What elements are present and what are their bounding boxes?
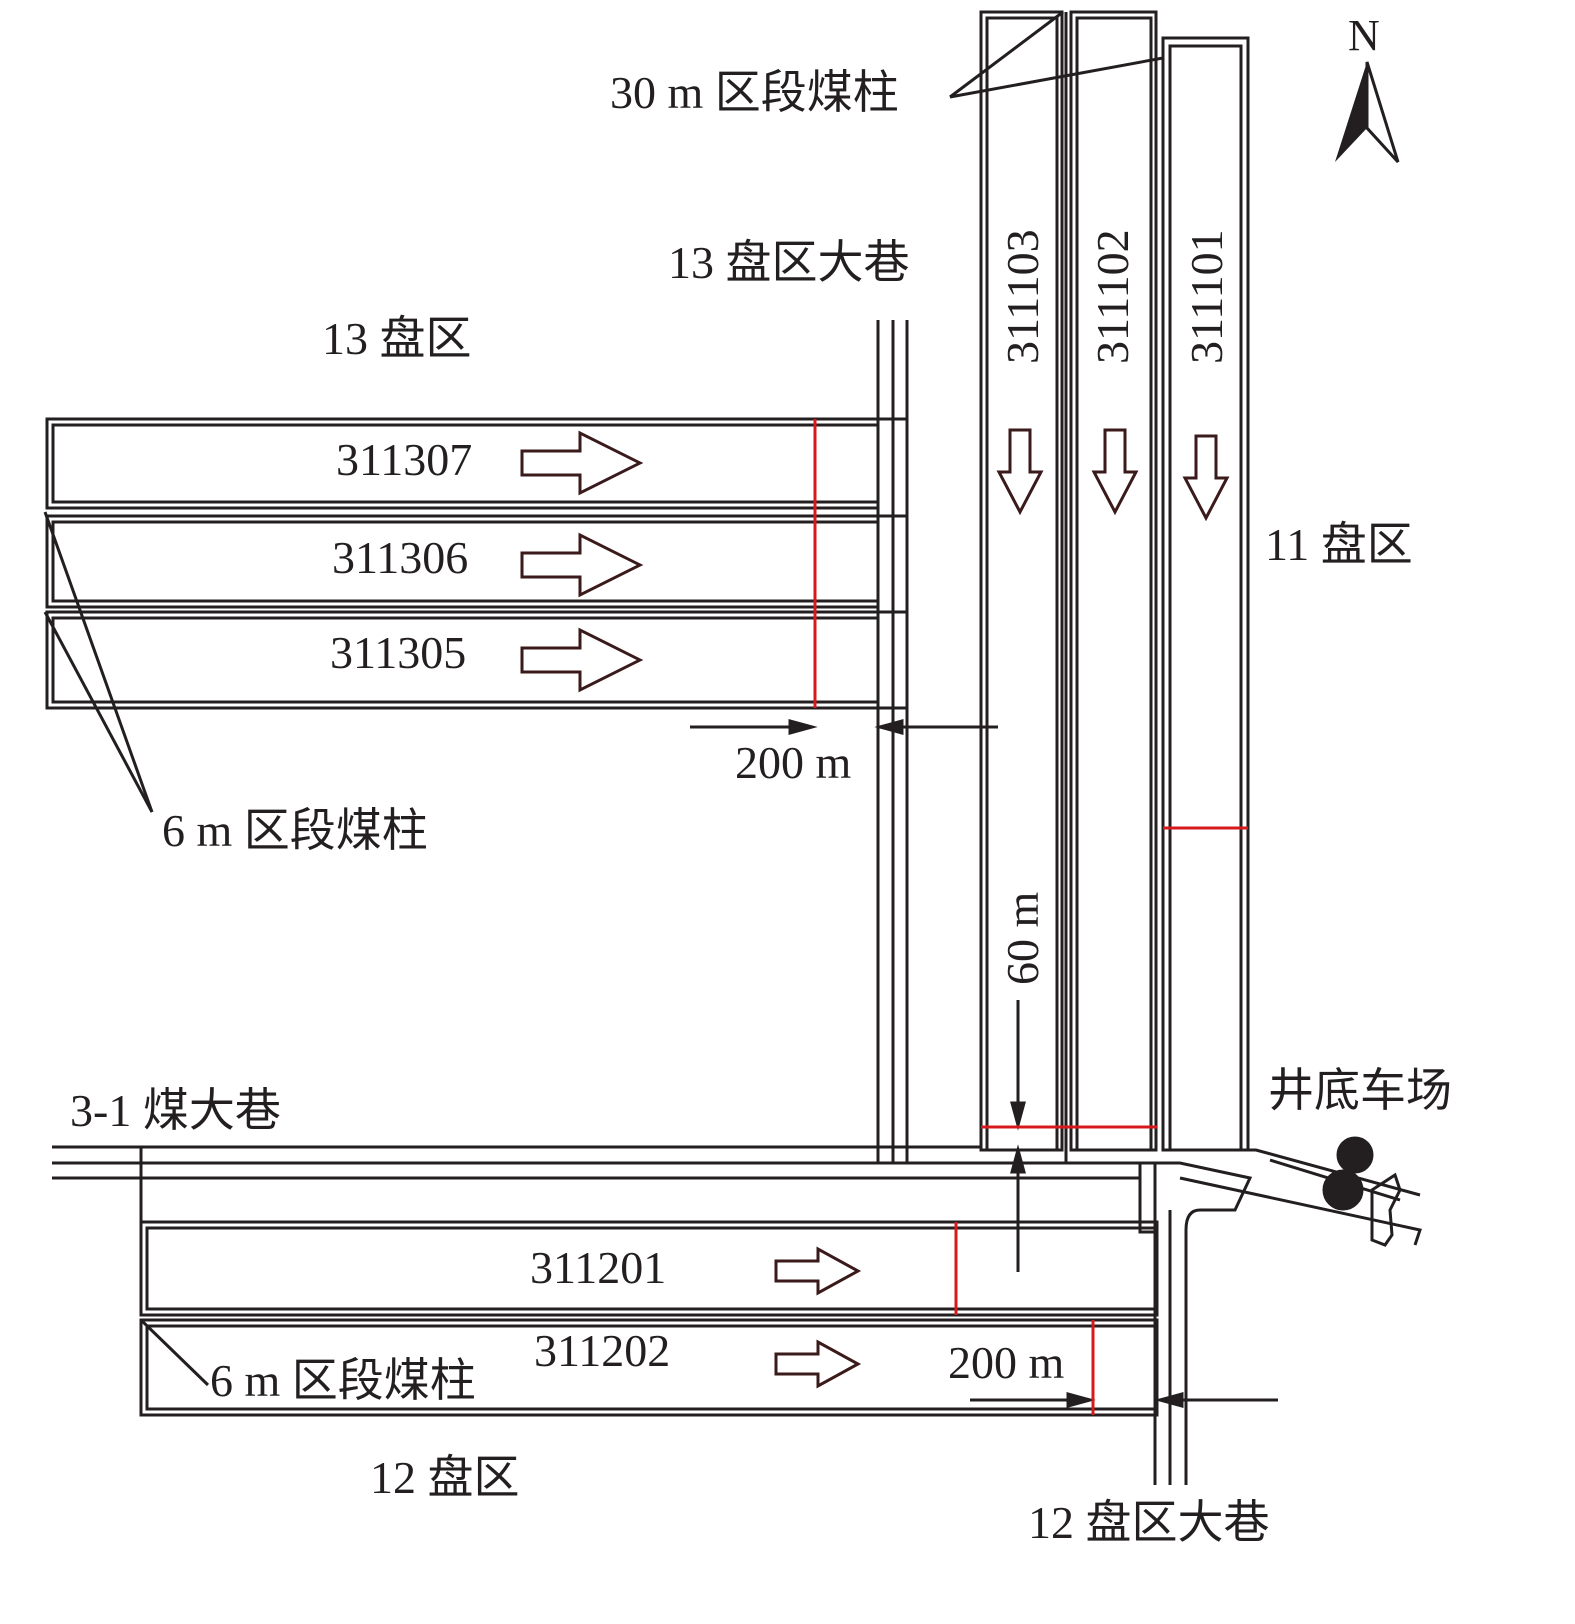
advance-arrow-icon bbox=[520, 628, 642, 692]
label-shaft-bottom-yard: 井底车场 bbox=[1268, 1065, 1452, 1116]
compass-north-label: N bbox=[1348, 11, 1380, 60]
main-roadway-13 bbox=[876, 320, 909, 1163]
dimension-200m-lower-label: 200 m bbox=[948, 1337, 1065, 1388]
panel-311201-label: 311201 bbox=[530, 1242, 667, 1293]
label-main-roadway-13: 13 盘区大巷 bbox=[668, 237, 910, 288]
dimension-200m-upper bbox=[690, 719, 998, 735]
panel-311305-label: 311305 bbox=[330, 627, 467, 678]
panel-311102-outline bbox=[1069, 10, 1158, 1152]
panel-311103-outline bbox=[979, 10, 1064, 1152]
dimension-60m bbox=[1010, 1000, 1026, 1272]
panel-311103-label: 311103 bbox=[997, 229, 1048, 364]
main-roadway-3-1 bbox=[52, 1145, 1140, 1180]
label-6m-pillar-upper: 6 m 区段煤柱 bbox=[162, 805, 428, 856]
label-6m-pillar-lower: 6 m 区段煤柱 bbox=[210, 1355, 476, 1406]
panel-311202-outline bbox=[139, 1318, 1159, 1417]
panel-311307-label: 311307 bbox=[336, 434, 473, 485]
leader-6m-pillar-lower bbox=[139, 1318, 210, 1387]
panel-311102-label: 311102 bbox=[1087, 229, 1138, 364]
label-district-13: 13 盘区 bbox=[322, 313, 472, 364]
label-district-12: 12 盘区 bbox=[370, 1452, 520, 1503]
leader-30m-pillar bbox=[949, 10, 1164, 99]
advance-arrow-icon bbox=[1092, 428, 1138, 514]
panel-311202-label: 311202 bbox=[534, 1325, 671, 1376]
label-district-11: 11 盘区 bbox=[1265, 519, 1413, 570]
label-main-roadway-12: 12 盘区大巷 bbox=[1028, 1497, 1270, 1548]
panel-311101-label: 311101 bbox=[1181, 229, 1232, 364]
advance-arrow-icon bbox=[520, 431, 642, 495]
panel-311201-outline bbox=[139, 1220, 1159, 1317]
stop-lines bbox=[813, 419, 1248, 1415]
advance-arrow-icon bbox=[774, 1340, 860, 1388]
advance-arrow-icon bbox=[1183, 434, 1229, 520]
advance-arrow-icon bbox=[774, 1247, 860, 1295]
panel-311101-outline bbox=[1161, 36, 1250, 1152]
label-main-roadway-3-1: 3-1 煤大巷 bbox=[70, 1085, 281, 1136]
dimension-200m-lower bbox=[970, 1392, 1278, 1408]
advance-arrow-icon bbox=[997, 428, 1043, 514]
dimension-60m-label: 60 m bbox=[997, 891, 1048, 985]
main-roadway-12 bbox=[1153, 1163, 1188, 1485]
advance-arrow-icon bbox=[520, 533, 642, 597]
dimension-200m-upper-label: 200 m bbox=[735, 737, 852, 788]
shaft-bottom-yard bbox=[1138, 1136, 1422, 1247]
north-arrow-icon bbox=[1335, 61, 1400, 164]
label-30m-pillar: 30 m 区段煤柱 bbox=[610, 67, 899, 118]
leader-6m-pillar-upper bbox=[43, 511, 154, 813]
panel-311306-label: 311306 bbox=[332, 532, 469, 583]
